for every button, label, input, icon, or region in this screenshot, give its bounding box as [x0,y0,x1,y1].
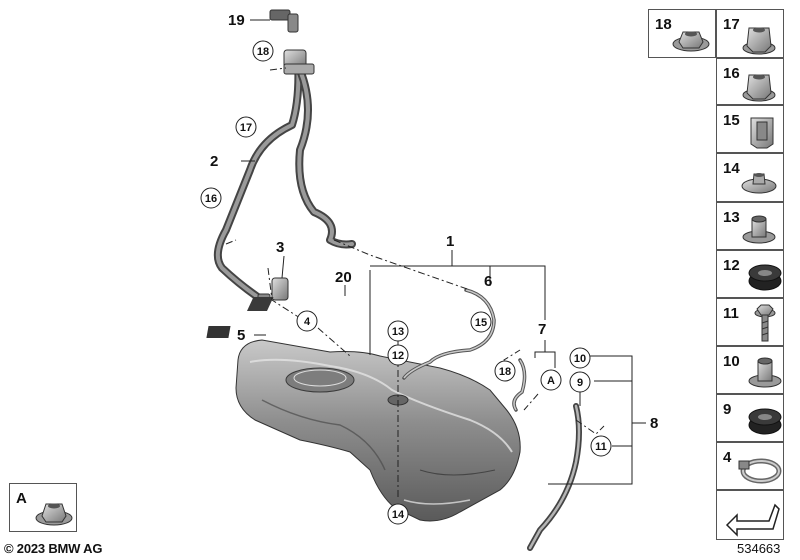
svg-text:4: 4 [304,316,311,328]
part-number-9: 9 [723,401,732,418]
part-panel-18: 18 [648,9,716,58]
callout-6: 6 [484,273,492,290]
flange-nut-icon [35,503,73,526]
fuel-tank [235,339,521,522]
svg-text:13: 13 [392,326,404,338]
dash-line-1 [333,239,471,291]
dash-line-3 [317,327,351,357]
fuel-line [402,288,496,380]
circle-callout-13: 13 [387,320,409,342]
hose-clamp-icon [738,458,782,484]
circle-callout-11: 11 [590,435,612,457]
part-panel-9: 9 [716,394,784,442]
dash-line-2 [267,267,301,319]
circle-callout-17: 17 [235,116,257,138]
part-number-12: 12 [723,257,740,274]
svg-text:10: 10 [574,353,586,365]
part-number-16: 16 [723,65,740,82]
callout-20: 20 [335,269,352,286]
part-number-4: 4 [723,449,732,466]
circle-callout-16: 16 [200,187,222,209]
part-panel-15: 15 [716,105,784,153]
tank-strap [527,403,582,551]
circle-callout-9: 9 [569,371,591,393]
diagram-id: 534663 [737,541,781,556]
callout-5: 5 [237,327,245,344]
part-number-18: 18 [655,16,672,33]
arrow-icon [725,503,780,537]
bolt-icon [754,304,776,342]
circle-callout-14: 14 [387,503,409,525]
vent-line-7 [512,358,527,412]
washer-nut-icon [741,173,777,194]
detail-box-A: A [9,483,77,532]
svg-text:12: 12 [392,350,404,362]
svg-text:A: A [547,375,555,387]
filler-neck-hose [213,49,356,304]
part-panel-17: 17 [716,9,784,58]
part-number-13: 13 [723,209,740,226]
svg-text:17: 17 [240,122,252,134]
part-number-17: 17 [723,16,740,33]
svg-text:14: 14 [392,509,405,521]
hex-nut-icon [742,27,776,55]
hex-nut-icon [742,74,776,102]
circle-callout-12: 12 [387,344,409,366]
callout-8: 8 [650,415,658,432]
leader-7b [545,351,556,368]
pad-part-5 [206,326,231,338]
part-panel-4: 4 [716,442,784,490]
leader-8 [548,355,633,485]
part-panel-12: 12 [716,250,784,298]
part-number-10: 10 [723,353,740,370]
circle-callout-18-lower: 18 [494,360,516,382]
circle-callout-4: 4 [296,310,318,332]
clip-nut-icon [750,117,774,149]
part-panel-14: 14 [716,153,784,202]
flange-nut-icon [672,31,710,52]
part-number-11: 11 [723,305,739,322]
svg-text:15: 15 [475,317,487,329]
svg-text:11: 11 [595,441,607,453]
circle-callout-A: A [540,369,562,391]
leader-1 [370,265,546,320]
part-panel-13: 13 [716,202,784,250]
leader-7 [534,340,546,358]
dash-line-8 [269,67,287,71]
copyright-text: © 2023 BMW AG [4,541,103,556]
detail-label-A: A [16,490,27,507]
dash-line-7 [575,419,605,435]
callout-1: 1 [446,233,454,250]
grommet-icon [748,408,782,435]
callout-3: 3 [276,239,284,256]
part-panel-10: 10 [716,346,784,394]
svg-text:9: 9 [577,377,583,389]
pad-part-20 [246,297,274,311]
callout-19: 19 [228,12,245,29]
callout-2: 2 [210,153,218,170]
circle-callout-10: 10 [569,347,591,369]
part-panel-16: 16 [716,58,784,105]
callout-7: 7 [538,321,546,338]
spacer-sleeve-icon [748,357,782,388]
dash-line-6 [523,393,539,411]
part-number-15: 15 [723,112,740,129]
dash-line-9 [225,239,237,245]
svg-text:18: 18 [499,366,511,378]
spacer-sleeve-icon [742,215,776,244]
circle-callout-15: 15 [470,311,492,333]
sensor-part [269,9,299,33]
part-number-14: 14 [723,160,740,177]
part-panel-arrow [716,490,784,540]
circle-callout-18: 18 [252,40,274,62]
svg-text:18: 18 [257,46,269,58]
svg-text:16: 16 [205,193,217,205]
grommet-icon [748,264,782,291]
leader-3 [281,255,285,279]
part-panel-11: 11 [716,298,784,346]
